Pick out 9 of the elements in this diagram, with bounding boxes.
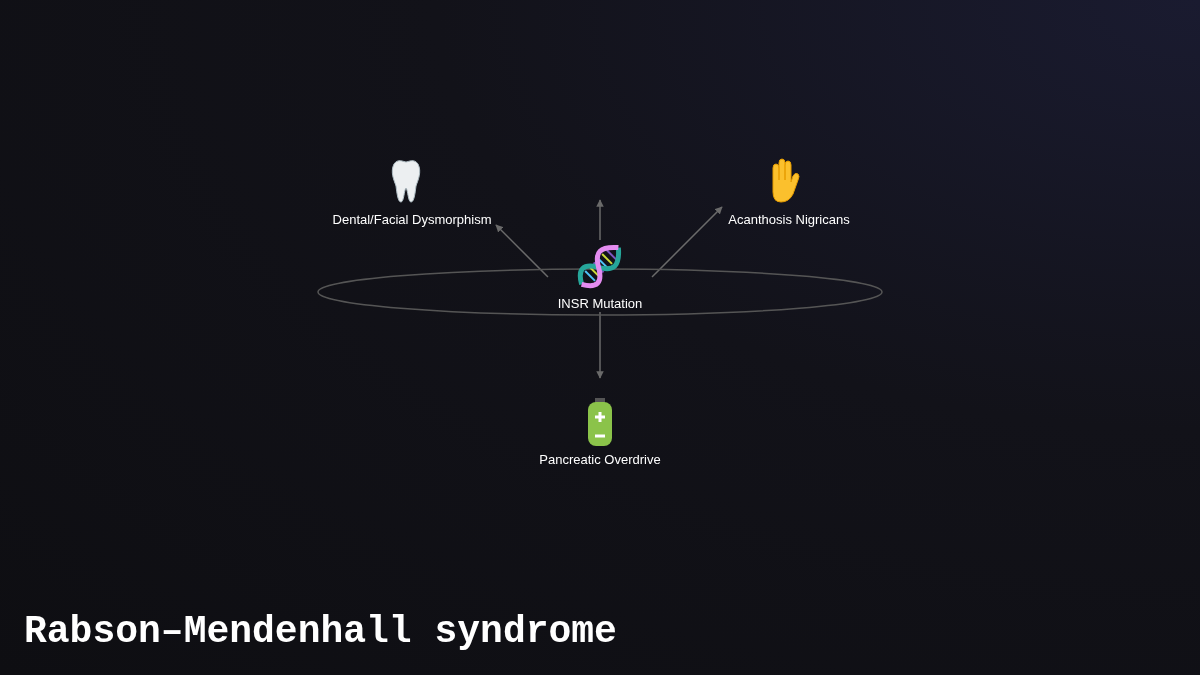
arrow xyxy=(596,311,604,379)
arrow xyxy=(596,199,604,241)
node-label: INSR Mutation xyxy=(557,296,643,312)
arrow xyxy=(495,224,549,278)
node-label: Pancreatic Overdrive xyxy=(539,452,661,468)
arrow xyxy=(651,206,723,278)
node-label: Dental/Facial Dysmorphism xyxy=(332,212,492,228)
node-label: Acanthosis Nigricans xyxy=(728,212,850,228)
diagram-title: Rabson–Mendenhall syndrome xyxy=(24,610,617,653)
